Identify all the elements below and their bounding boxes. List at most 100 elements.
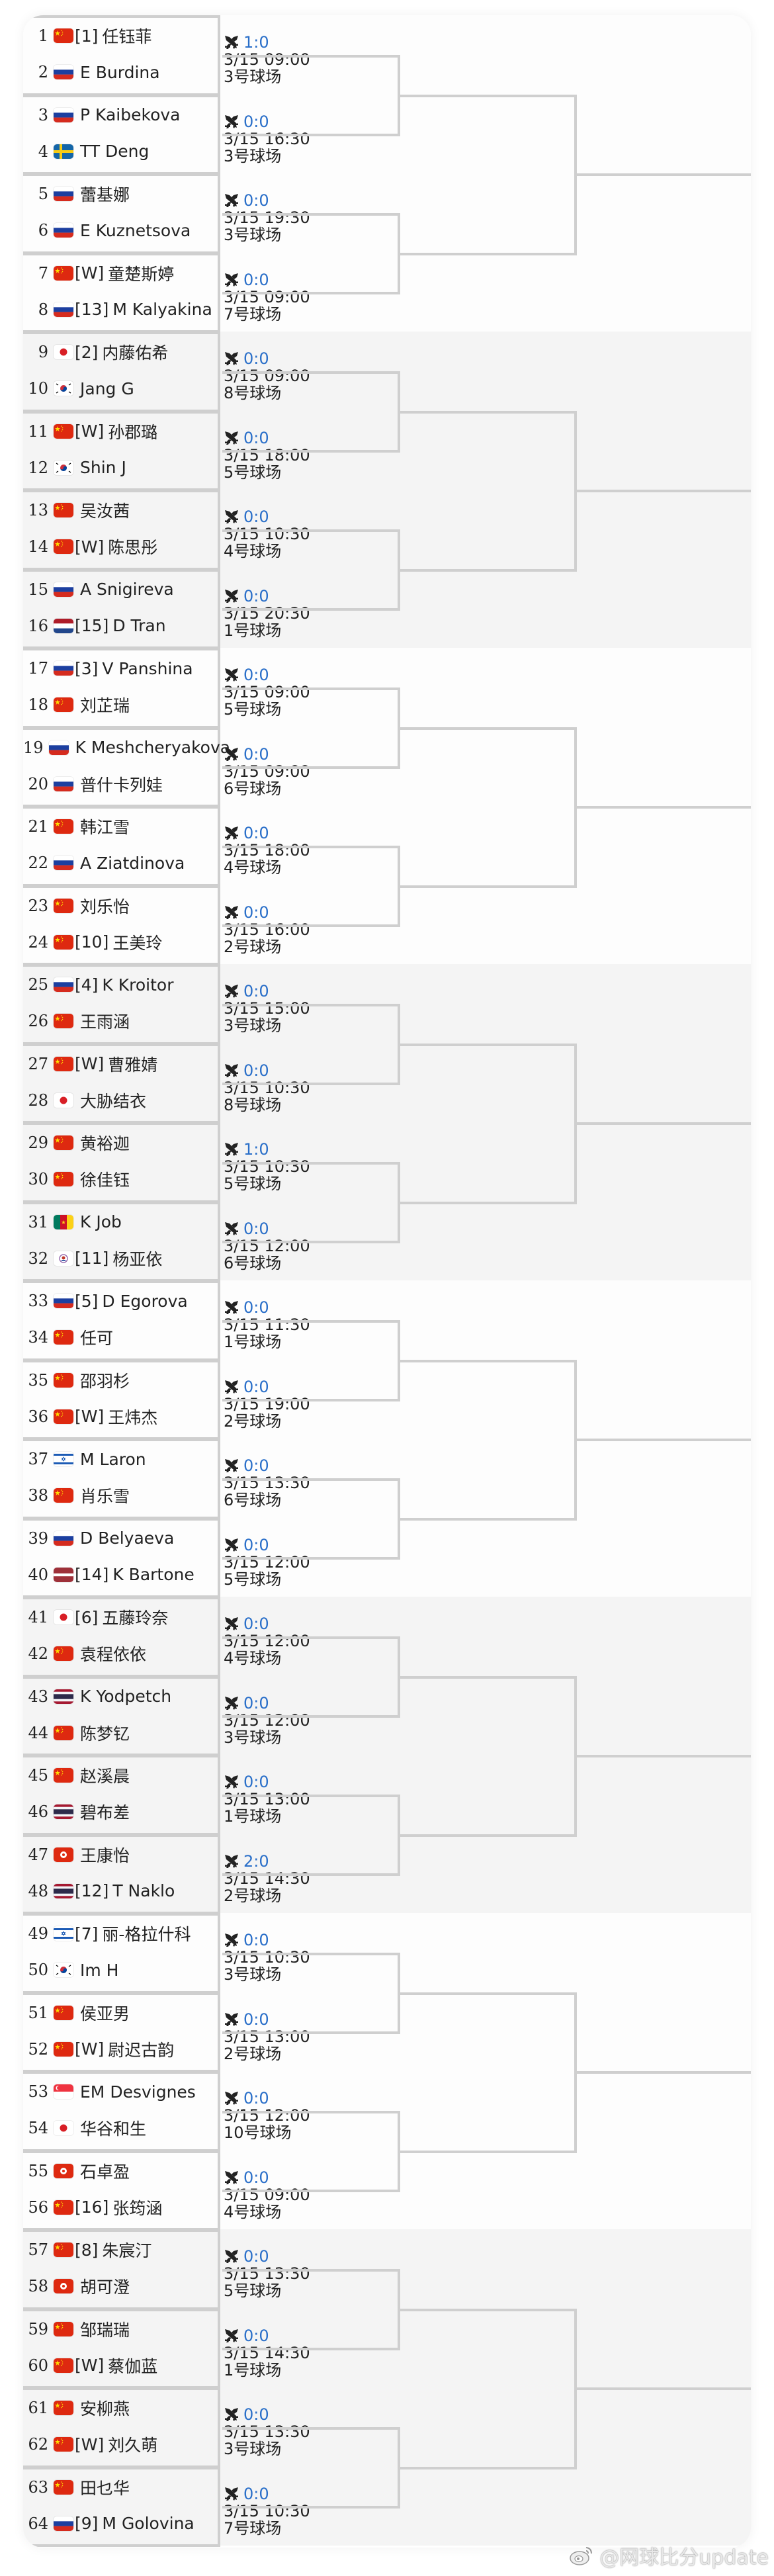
match-info[interactable]: 0:0 3/15 13:00 2号球场 bbox=[224, 2010, 400, 2063]
player-row[interactable]: 41 [6] 五藤玲奈 bbox=[23, 1599, 222, 1635]
match-score[interactable]: 0:0 bbox=[243, 586, 269, 605]
player-name[interactable]: D Egorova bbox=[102, 1291, 188, 1311]
player-name[interactable]: K Meshcheryakova bbox=[75, 738, 231, 757]
match-info[interactable]: 0:0 3/15 16:30 3号球场 bbox=[224, 112, 400, 165]
player-row[interactable]: 26 王雨涵 bbox=[23, 1003, 222, 1039]
player-row[interactable]: 63 田乜华 bbox=[23, 2469, 222, 2505]
player-row[interactable]: 25 [4] K Kroitor bbox=[23, 967, 222, 1002]
match-info[interactable]: 0:0 3/15 14:30 1号球场 bbox=[224, 2327, 400, 2379]
player-name[interactable]: A Ziatdinova bbox=[80, 853, 185, 873]
player-row[interactable]: 51 侯亚男 bbox=[23, 1995, 222, 2031]
player-name[interactable]: 王康怡 bbox=[80, 1845, 130, 1865]
player-row[interactable]: 37 M Laron bbox=[23, 1441, 222, 1477]
match-info[interactable]: 0:0 3/15 10:30 8号球场 bbox=[224, 1061, 400, 1114]
player-row[interactable]: 27 [W] 曹雅婧 bbox=[23, 1046, 222, 1082]
player-name[interactable]: 张筠涵 bbox=[112, 2198, 163, 2218]
player-row[interactable]: 11 [W] 孙郡璐 bbox=[23, 414, 222, 449]
player-row[interactable]: 53 EM Desvignes bbox=[23, 2074, 222, 2110]
player-row[interactable]: 50 Im H bbox=[23, 1952, 222, 1988]
match-score[interactable]: 0:0 bbox=[243, 1773, 269, 1791]
match-info[interactable]: 0:0 3/15 10:30 3号球场 bbox=[224, 1931, 400, 1983]
player-name[interactable]: 刘久萌 bbox=[108, 2436, 158, 2455]
player-row[interactable]: 9 [2] 内藤佑希 bbox=[23, 334, 222, 370]
player-name[interactable]: E Burdina bbox=[80, 62, 160, 82]
player-name[interactable]: 安柳燕 bbox=[80, 2399, 130, 2419]
match-info[interactable]: 0:0 3/15 12:00 6号球场 bbox=[224, 1220, 400, 1272]
match-score[interactable]: 0:0 bbox=[243, 270, 269, 289]
player-row[interactable]: 19 K Meshcheryakova bbox=[23, 730, 230, 766]
player-row[interactable]: 3 P Kaibekova bbox=[23, 97, 222, 133]
match-info[interactable]: 1:0 3/15 09:00 3号球场 bbox=[224, 33, 400, 85]
match-info[interactable]: 0:0 3/15 12:00 10号球场 bbox=[224, 2089, 400, 2141]
player-row[interactable]: 38 肖乐雪 bbox=[23, 1478, 222, 1513]
match-score[interactable]: 0:0 bbox=[243, 982, 269, 1000]
match-info[interactable]: 0:0 3/15 12:00 5号球场 bbox=[224, 1536, 400, 1588]
match-score[interactable]: 0:0 bbox=[243, 2010, 269, 2029]
match-score[interactable]: 0:0 bbox=[243, 508, 269, 526]
player-name[interactable]: 碧布差 bbox=[80, 1803, 130, 1822]
player-name[interactable]: M Laron bbox=[80, 1449, 146, 1469]
match-info[interactable]: 0:0 3/15 15:00 3号球场 bbox=[224, 982, 400, 1034]
match-info[interactable]: 0:0 3/15 12:00 3号球场 bbox=[224, 1694, 400, 1746]
player-row[interactable]: 6 E Kuznetsova bbox=[23, 212, 222, 248]
player-name[interactable]: 王炜杰 bbox=[108, 1407, 158, 1427]
player-name[interactable]: 大胁结衣 bbox=[80, 1091, 147, 1111]
player-name[interactable]: 侯亚男 bbox=[80, 2004, 130, 2023]
match-score[interactable]: 0:0 bbox=[243, 1219, 269, 1238]
player-row[interactable]: 57 [8] 朱宸汀 bbox=[23, 2232, 222, 2268]
player-name[interactable]: 黄裕迦 bbox=[80, 1134, 130, 1153]
player-name[interactable]: 徐佳钰 bbox=[80, 1171, 130, 1190]
player-row[interactable]: 64 [9] M Golovina bbox=[23, 2506, 222, 2542]
match-score[interactable]: 1:0 bbox=[243, 1140, 269, 1159]
player-row[interactable]: 12 Shin J bbox=[23, 450, 222, 486]
player-name[interactable]: TT Deng bbox=[80, 142, 150, 161]
player-row[interactable]: 2 E Burdina bbox=[23, 54, 222, 90]
player-row[interactable]: 59 邹瑞瑞 bbox=[23, 2311, 222, 2347]
match-info[interactable]: 0:0 3/15 09:00 7号球场 bbox=[224, 271, 400, 323]
match-score[interactable]: 2:0 bbox=[243, 1851, 269, 1871]
player-name[interactable]: M Kalyakina bbox=[112, 300, 212, 319]
player-name[interactable]: 王雨涵 bbox=[80, 1012, 130, 1032]
player-row[interactable]: 52 [W] 尉迟古韵 bbox=[23, 2031, 222, 2067]
player-name[interactable]: 蕾基娜 bbox=[80, 185, 130, 204]
match-info[interactable]: 0:0 3/15 09:00 5号球场 bbox=[224, 666, 400, 718]
match-info[interactable]: 0:0 3/15 13:30 3号球场 bbox=[224, 2405, 400, 2458]
player-name[interactable]: 陈梦钇 bbox=[80, 1724, 130, 1744]
player-row[interactable]: 7 [W] 童楚斯婷 bbox=[23, 255, 222, 291]
match-info[interactable]: 1:0 3/15 10:30 5号球场 bbox=[224, 1140, 400, 1192]
match-info[interactable]: 0:0 3/15 18:00 5号球场 bbox=[224, 429, 400, 481]
player-row[interactable]: 48 [12] T Naklo bbox=[23, 1873, 222, 1909]
player-row[interactable]: 31 K Job bbox=[23, 1204, 222, 1240]
player-name[interactable]: 曹雅婧 bbox=[108, 1055, 158, 1075]
player-name[interactable]: 刘芷瑞 bbox=[80, 696, 130, 715]
match-info[interactable]: 0:0 3/15 11:30 1号球场 bbox=[224, 1298, 400, 1351]
player-name[interactable]: K Yodpetch bbox=[80, 1687, 172, 1706]
match-score[interactable]: 0:0 bbox=[243, 2089, 269, 2108]
player-row[interactable]: 54 华谷和生 bbox=[23, 2110, 222, 2146]
player-name[interactable]: 袁程依依 bbox=[80, 1645, 147, 1664]
player-name[interactable]: Shin J bbox=[80, 458, 126, 477]
player-row[interactable]: 43 K Yodpetch bbox=[23, 1679, 222, 1714]
match-info[interactable]: 0:0 3/15 10:30 7号球场 bbox=[224, 2485, 400, 2537]
match-info[interactable]: 0:0 3/15 12:00 4号球场 bbox=[224, 1615, 400, 1667]
player-name[interactable]: 刘乐怡 bbox=[80, 897, 130, 916]
match-score[interactable]: 0:0 bbox=[243, 1061, 269, 1080]
match-score[interactable]: 0:0 bbox=[243, 1377, 269, 1396]
match-info[interactable]: 0:0 3/15 10:30 4号球场 bbox=[224, 508, 400, 560]
player-row[interactable]: 62 [W] 刘久萌 bbox=[23, 2426, 222, 2462]
match-score[interactable]: 0:0 bbox=[243, 2247, 269, 2266]
player-row[interactable]: 28 大胁结衣 bbox=[23, 1083, 222, 1118]
player-name[interactable]: D Belyaeva bbox=[80, 1529, 175, 1548]
player-row[interactable]: 1 [1] 任钰菲 bbox=[23, 18, 222, 54]
player-name[interactable]: Im H bbox=[80, 1960, 119, 1980]
match-score[interactable]: 0:0 bbox=[243, 112, 269, 131]
player-row[interactable]: 49 [7] 丽-格拉什科 bbox=[23, 1916, 222, 1951]
player-row[interactable]: 47 王康怡 bbox=[23, 1837, 222, 1873]
match-score[interactable]: 0:0 bbox=[243, 191, 269, 210]
player-name[interactable]: 五藤玲奈 bbox=[102, 1609, 169, 1628]
player-row[interactable]: 40 [14] K Bartone bbox=[23, 1557, 222, 1593]
player-row[interactable]: 61 安柳燕 bbox=[23, 2390, 222, 2426]
player-name[interactable]: V Panshina bbox=[102, 658, 193, 678]
player-name[interactable]: 孙郡璐 bbox=[108, 422, 158, 442]
player-name[interactable]: 任钰菲 bbox=[102, 27, 152, 46]
